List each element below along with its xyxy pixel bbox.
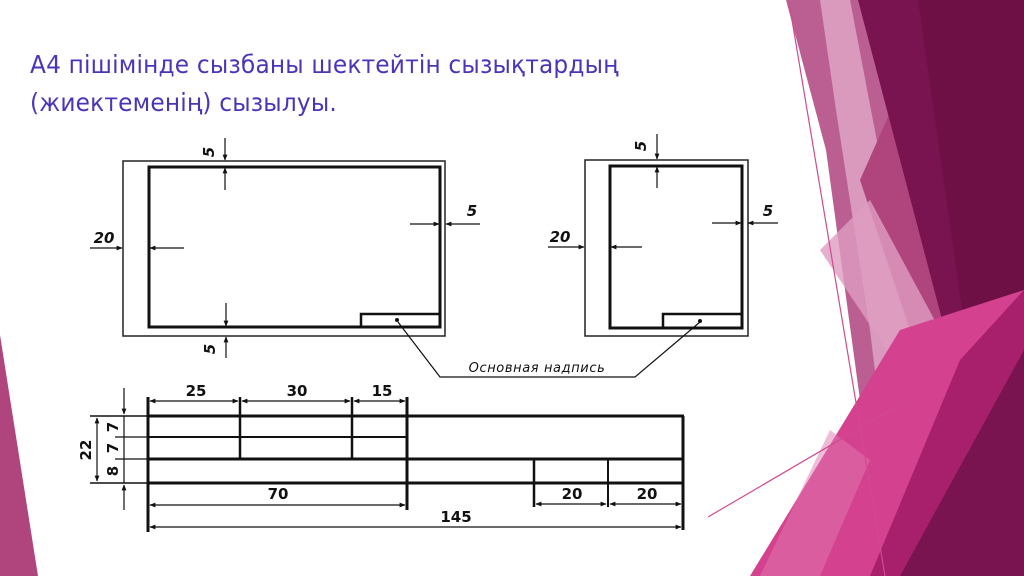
sheet-outline	[584, 159, 749, 337]
callout-label: Основная надпись	[469, 361, 606, 376]
dim-right: 5	[467, 202, 477, 220]
left-accent-shape	[0, 335, 38, 576]
portrait-frame: 5 20 5	[548, 134, 778, 337]
dim-right-width-2: 20	[637, 485, 658, 503]
dim-top: 5	[200, 147, 218, 157]
dim-width-2: 30	[287, 382, 308, 400]
decor-line-vertical	[788, 1, 886, 576]
dim-left-width: 70	[268, 485, 289, 503]
slide-title: А4 пішімінде сызбаны шектейтін сызықтард…	[30, 46, 718, 122]
title-block: 25 30 15 22 7 7 8 70 20 20 145	[77, 382, 685, 532]
dim-row-2: 7	[104, 443, 122, 453]
title-block-small	[359, 312, 442, 329]
frame-border	[147, 165, 442, 329]
dim-top: 5	[632, 141, 650, 151]
dim-row-3: 8	[104, 466, 122, 476]
sheet-outline	[122, 160, 446, 337]
callout: Основная надпись	[397, 321, 701, 378]
dim-bottom: 5	[201, 344, 219, 354]
dim-right-width-1: 20	[562, 485, 583, 503]
dim-width-1: 25	[186, 382, 207, 400]
dim-left: 20	[94, 229, 115, 247]
dim-width-3: 15	[372, 382, 393, 400]
right-shape-wine	[900, 350, 1024, 576]
dim-total-width: 145	[440, 508, 471, 526]
decor-line-diagonal	[707, 393, 919, 518]
title-block-small	[661, 312, 744, 330]
landscape-frame: 5 5 20 5	[90, 138, 480, 358]
right-shape-overlay	[760, 430, 870, 576]
dim-left: 20	[550, 228, 571, 246]
dim-right: 5	[763, 202, 773, 220]
slide-title-line-2: (жиектеменің) сызылуы.	[30, 88, 337, 117]
dim-row-1: 7	[104, 422, 122, 432]
slide-title-line-1: А4 пішімінде сызбаны шектейтін сызықтард…	[30, 50, 619, 79]
dim-total-height: 22	[77, 440, 95, 461]
